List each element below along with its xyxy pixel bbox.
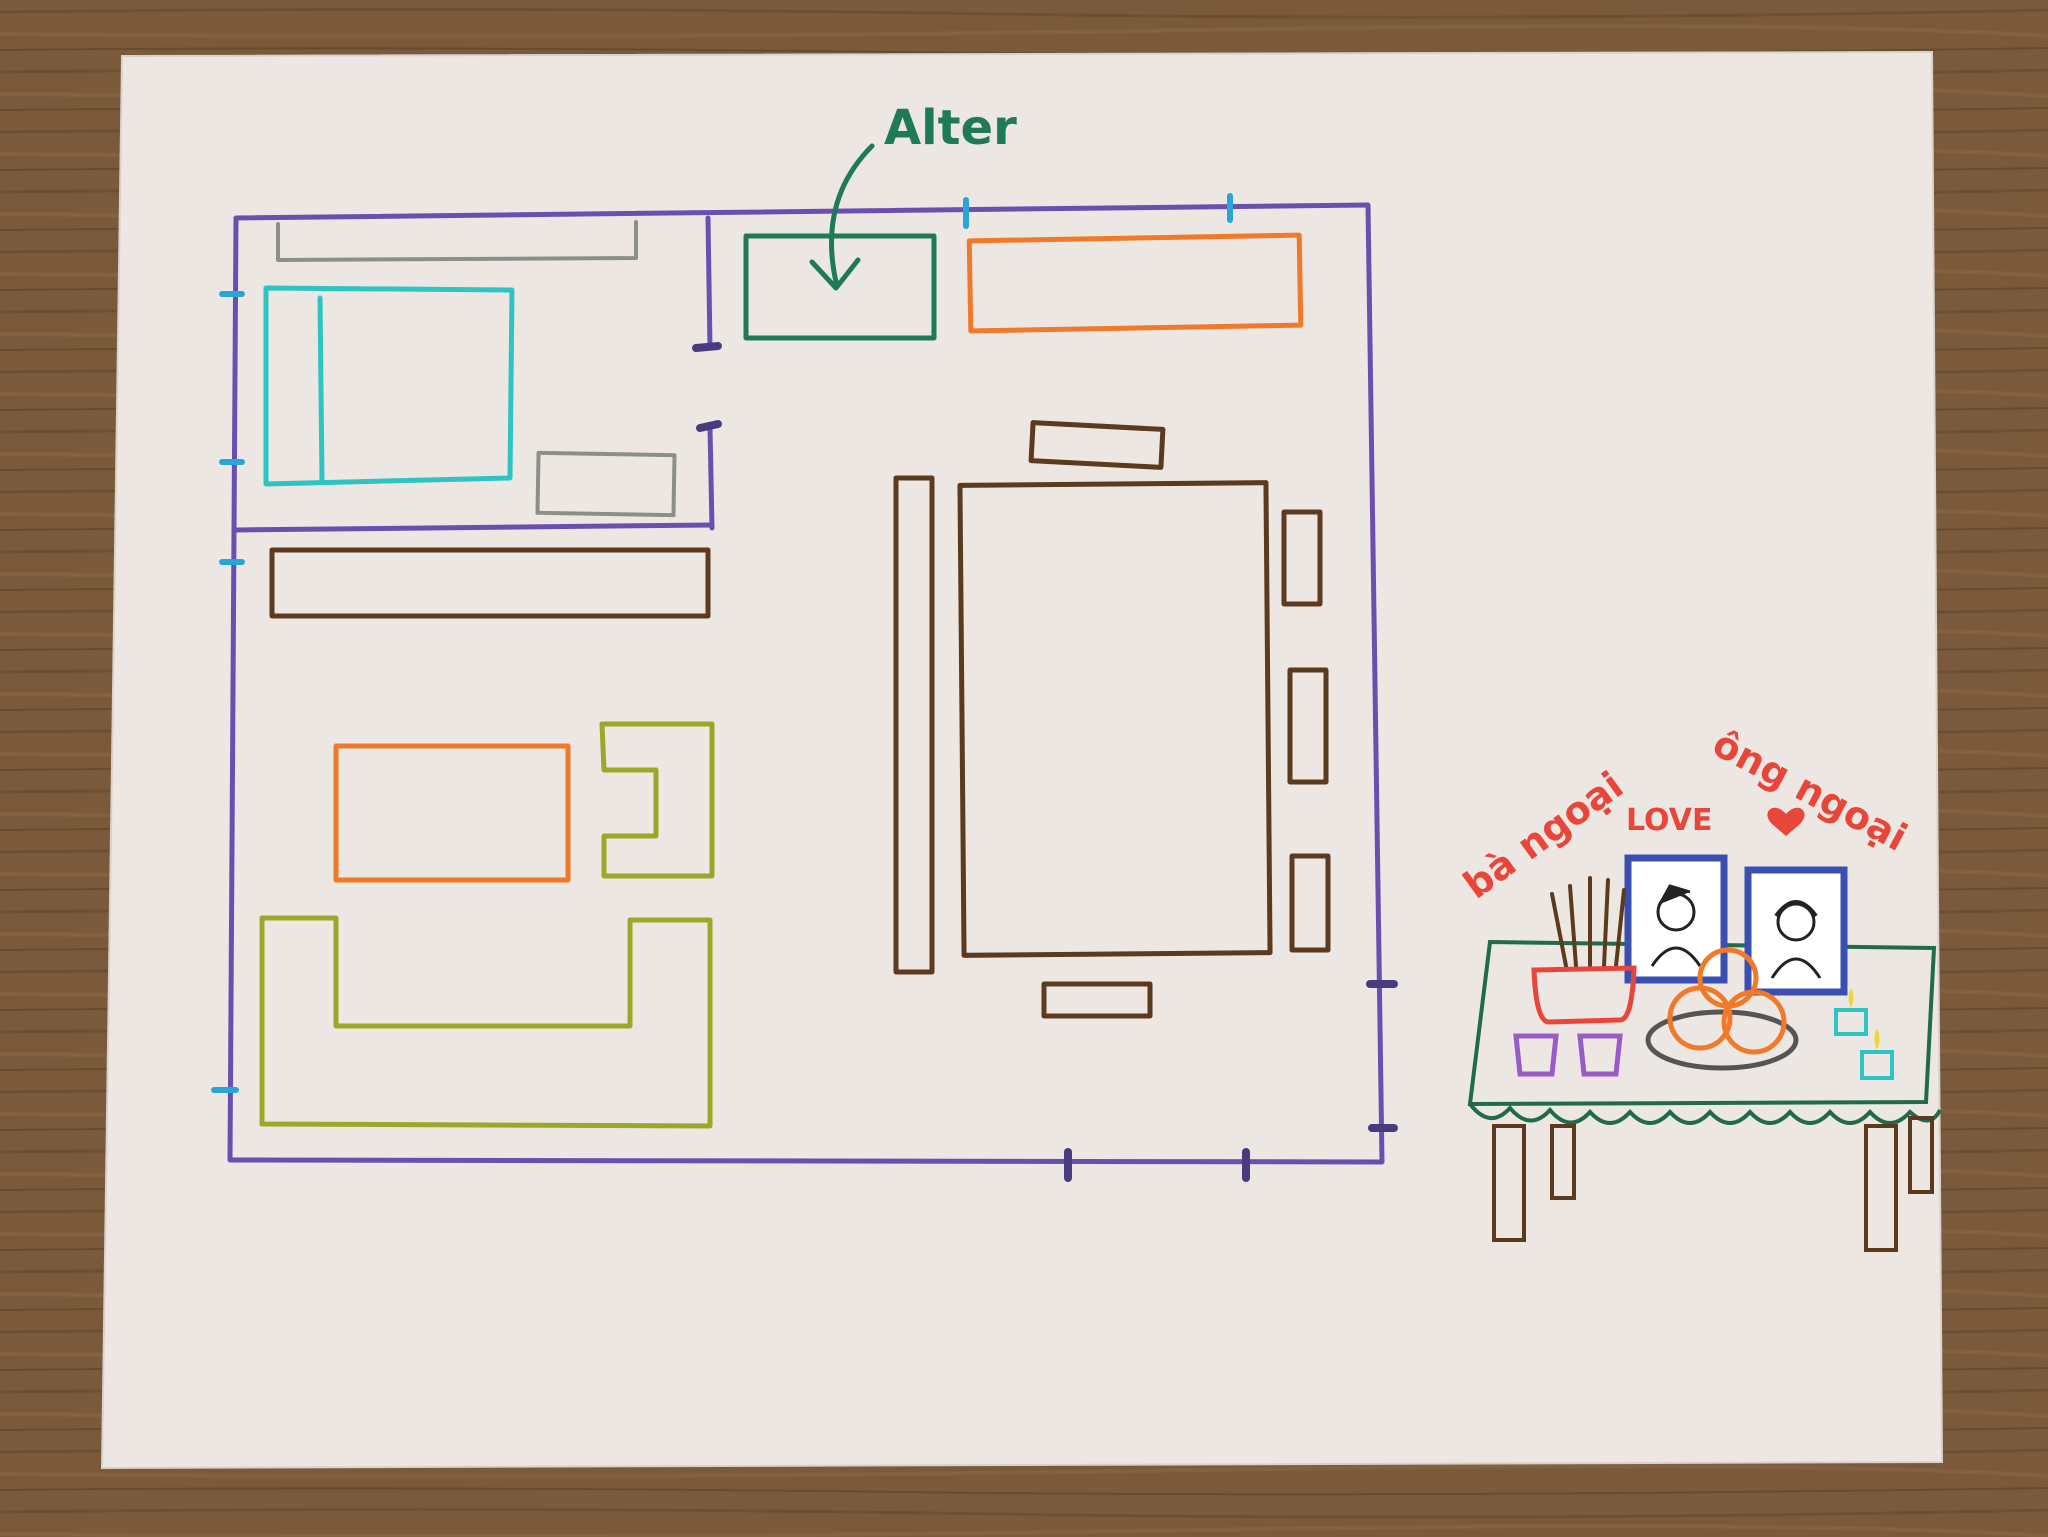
fruit-plate [1645,1009,1799,1071]
oranges [1667,947,1787,1055]
altar-cabinet[interactable] [743,233,937,341]
dining-set [893,420,1331,1019]
dining-table [957,480,1273,958]
kitchen-counter [966,232,1304,334]
altar-label: Alter [884,100,1017,156]
portrait-ba-ngoai [1624,854,1728,984]
candles [1834,988,1894,1080]
chair-top [1028,420,1166,470]
incense-sticks [1550,876,1626,968]
incense-bowl [1531,965,1637,1025]
altar-arrow [829,143,875,285]
portrait-ong-ngoai [1744,866,1848,996]
chair-right-1 [1281,509,1323,607]
bench-left [893,475,935,975]
door-marks [211,193,1233,1093]
paper-sheet [100,50,1944,1470]
wall-end-marks [692,342,1398,1182]
caption-love: LOVE [1626,803,1712,838]
heart-icon [1767,807,1805,836]
chair-right-2 [1287,667,1329,785]
nightstand [535,450,677,518]
tea-cups [1513,1033,1623,1077]
outer-walls [227,202,1385,1165]
armchair [599,721,715,879]
bed [263,285,515,487]
table-cloth [1468,1102,1942,1125]
floor-plan [211,193,1398,1182]
chair-right-3 [1289,853,1331,953]
chair-bottom [1041,981,1153,1019]
altar-arrow-head [809,257,861,291]
altar-table-legs [1492,1116,1934,1252]
sectional-sofa [259,915,713,1129]
wardrobe [276,220,638,262]
tv-console [269,547,711,619]
coffee-table [333,743,571,883]
